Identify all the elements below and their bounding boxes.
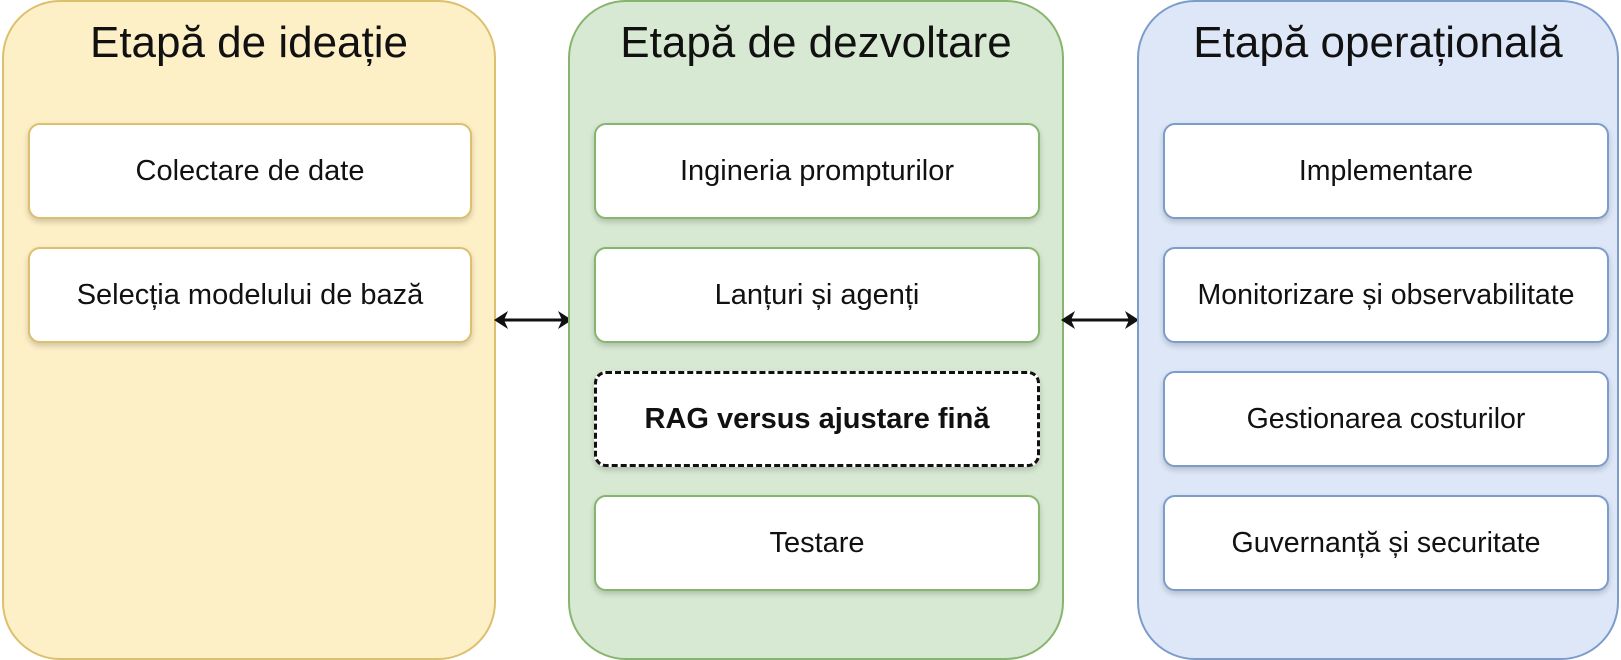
stage-development-panel: Etapă de dezvoltare Ingineria prompturil… — [568, 0, 1064, 660]
step-deployment: Implementare — [1163, 123, 1609, 219]
step-base-model-selection: Selecția modelului de bază — [28, 247, 472, 343]
stage-operational-panel: Etapă operațională Implementare Monitori… — [1137, 0, 1619, 660]
double-arrow-icon — [1061, 311, 1139, 329]
step-rag-vs-finetuning: RAG versus ajustare fină — [594, 371, 1040, 467]
step-data-collection: Colectare de date — [28, 123, 472, 219]
step-testing: Testare — [594, 495, 1040, 591]
stage-development-title: Etapă de dezvoltare — [620, 18, 1012, 67]
stage-ideation-title: Etapă de ideație — [89, 18, 409, 67]
step-monitoring-observability: Monitorizare și observabilitate — [1163, 247, 1609, 343]
step-prompt-engineering: Ingineria prompturilor — [594, 123, 1040, 219]
step-chains-and-agents: Lanțuri și agenți — [594, 247, 1040, 343]
stage-operational-title: Etapă operațională — [1193, 18, 1563, 67]
step-governance-security: Guvernanță și securitate — [1163, 495, 1609, 591]
stage-ideation-panel: Etapă de ideație Colectare de date Selec… — [2, 0, 496, 660]
double-arrow-icon — [494, 311, 572, 329]
step-cost-management: Gestionarea costurilor — [1163, 371, 1609, 467]
